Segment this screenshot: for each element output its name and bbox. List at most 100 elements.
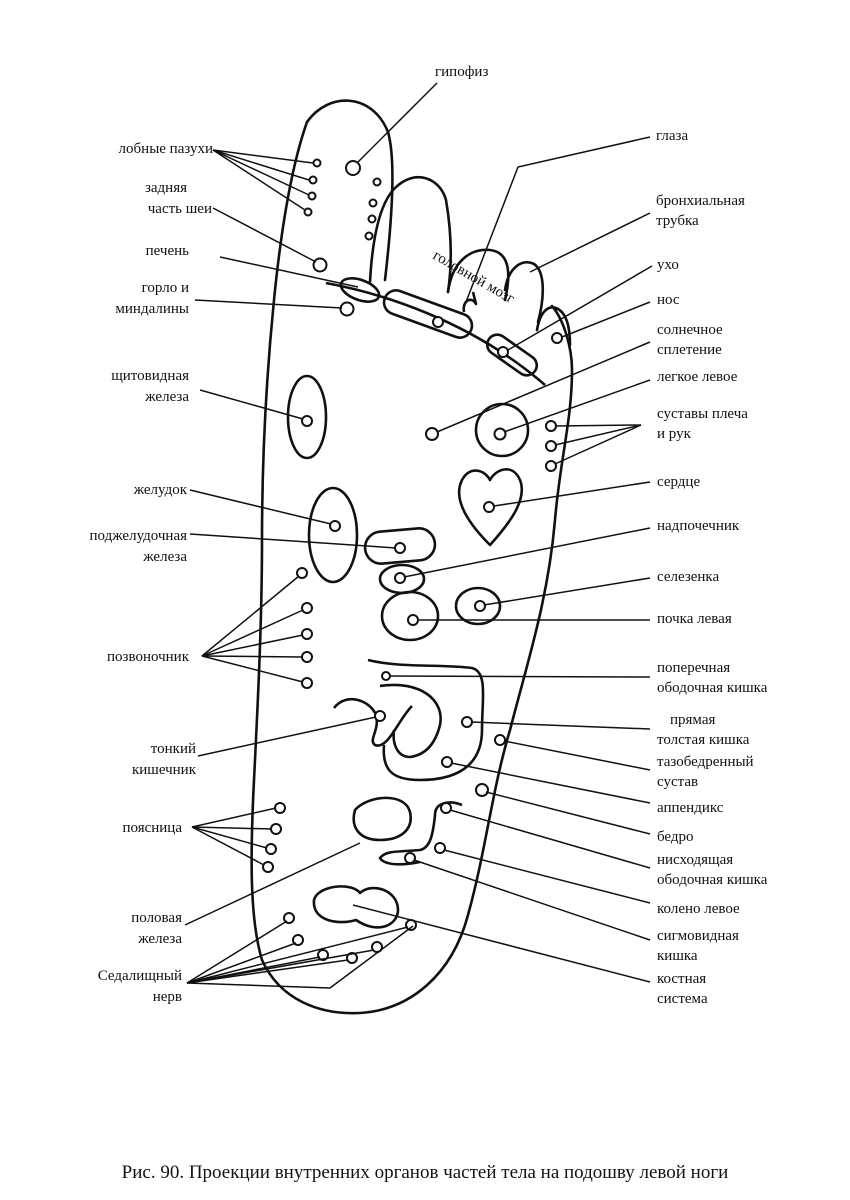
ptr-bedro [485, 791, 651, 835]
big-toe [305, 99, 394, 282]
label-gipofiz: гипофиз [435, 64, 488, 80]
ptr-spine-2 [201, 609, 304, 657]
ptr-polovaya [184, 842, 361, 926]
label-nishod-2: ободочная кишка [657, 872, 768, 888]
ptr-nishod [449, 809, 651, 869]
label-appendiks: аппендикс [657, 800, 724, 816]
kidney-dot [407, 614, 419, 626]
thyroid-dot [301, 415, 313, 427]
shoulder-dot-1 [545, 420, 557, 432]
label-kost-2: система [657, 991, 708, 1007]
ptr-nadpoch [403, 527, 651, 578]
sole-outline [250, 120, 574, 1015]
label-kost-1: костная [657, 971, 706, 987]
ptr-nos [561, 301, 651, 338]
spleen-dot [474, 600, 486, 612]
ptr-spine-1 [201, 575, 300, 657]
hip-dot [494, 734, 506, 746]
sinus-dot-1 [312, 158, 322, 168]
ptr-lumbar-1 [191, 807, 277, 828]
ptr-joint-2 [554, 424, 642, 446]
intestine-dot [374, 710, 386, 722]
ptr-sigm [413, 859, 651, 941]
label-tonkiy-1: тонкий [151, 741, 196, 757]
label-nishod-1: нисходящая [657, 852, 733, 868]
ptr-kost [352, 904, 651, 983]
heart-dot [483, 501, 495, 513]
ptr-podzhel [189, 533, 397, 549]
heart-zone [457, 468, 523, 547]
ptr-sinus-3 [212, 149, 310, 196]
ptr-sciatic-2 [186, 942, 297, 984]
label-glaza: глаза [656, 128, 688, 144]
toe-dot-1 [372, 177, 382, 187]
ptr-poperech [389, 675, 651, 678]
sciatic-dot-4 [346, 952, 358, 964]
desc-colon-dot [440, 802, 452, 814]
brain-dot [432, 316, 444, 328]
ptr-pryamaya [470, 721, 651, 730]
label-sustavy-2: и рук [657, 426, 692, 442]
label-serdce: сердце [657, 474, 700, 490]
label-sedal-2: нерв [153, 989, 182, 1005]
ptr-joint-1 [554, 424, 642, 427]
head-band [325, 281, 546, 386]
label-sigm-2: кишка [657, 948, 698, 964]
label-pochka: почка левая [657, 611, 732, 627]
label-shchit-1: щитовидная [111, 368, 189, 384]
pituitary-dot [345, 160, 361, 176]
ptr-spine-3 [201, 634, 304, 657]
ptr-koleno [443, 849, 651, 904]
ptr-lung [503, 379, 651, 433]
label-tazob-2: сустав [657, 774, 698, 790]
appendix-dot [441, 756, 453, 768]
label-zadnyaya-sheya-1: задняя [145, 180, 187, 196]
sigmoid-dot [404, 852, 416, 864]
label-zheludok: желудок [133, 482, 188, 498]
ptr-gorlo [194, 299, 343, 309]
label-zadnyaya-sheya-2: часть шеи [148, 201, 212, 217]
lumbar-dot-4 [262, 861, 274, 873]
label-polovaya-1: половая [131, 910, 182, 926]
label-sigm-1: сигмовидная [657, 928, 739, 944]
ptr-sciatic-1 [186, 920, 288, 984]
lumbar-zone [352, 796, 412, 842]
ptr-sciatic-6 [186, 926, 409, 984]
shoulder-dot-3 [545, 460, 557, 472]
ptr-spine-5 [201, 655, 304, 683]
label-polovaya-2: железа [137, 931, 182, 947]
ptr-bronh [529, 212, 651, 273]
ptr-sciatic-7 [186, 925, 414, 989]
spine-dot-1 [296, 567, 308, 579]
label-gorlo-2: миндалины [115, 301, 189, 317]
label-bronh-1: бронхиальная [656, 193, 745, 209]
label-nos: нос [657, 292, 680, 308]
neck-dot [312, 257, 328, 273]
second-toe [368, 176, 453, 294]
ptr-sciatic-5 [186, 949, 375, 984]
thigh-dot [475, 783, 489, 797]
label-podzhel-2: железа [142, 549, 187, 565]
ptr-sinus-4 [212, 149, 306, 211]
ptr-sinus-2 [212, 149, 310, 181]
spine-dot-2 [301, 602, 313, 614]
spleen-zone [454, 586, 502, 626]
transverse-colon [367, 658, 485, 782]
brain-curl [462, 291, 478, 313]
fourth-toe [503, 261, 545, 324]
lumbar-dot-1 [274, 802, 286, 814]
label-shchit-2: железа [144, 389, 189, 405]
label-sustavy-1: суставы плеча [657, 406, 748, 422]
ptr-lumbar-2 [191, 826, 273, 830]
small-intestine [332, 683, 442, 759]
label-poperech-2: ободочная кишка [657, 680, 768, 696]
sinus-dot-4 [303, 207, 313, 217]
toe-dot-3 [367, 214, 377, 224]
spine-dot-4 [301, 651, 313, 663]
label-pryamaya-2: толстая кишка [657, 732, 750, 748]
reflex-points [262, 158, 563, 964]
plexus-dot [425, 427, 439, 441]
lumbar-dot-3 [265, 843, 277, 855]
sinus-dot-3 [307, 191, 317, 201]
ptr-neck [212, 207, 317, 263]
